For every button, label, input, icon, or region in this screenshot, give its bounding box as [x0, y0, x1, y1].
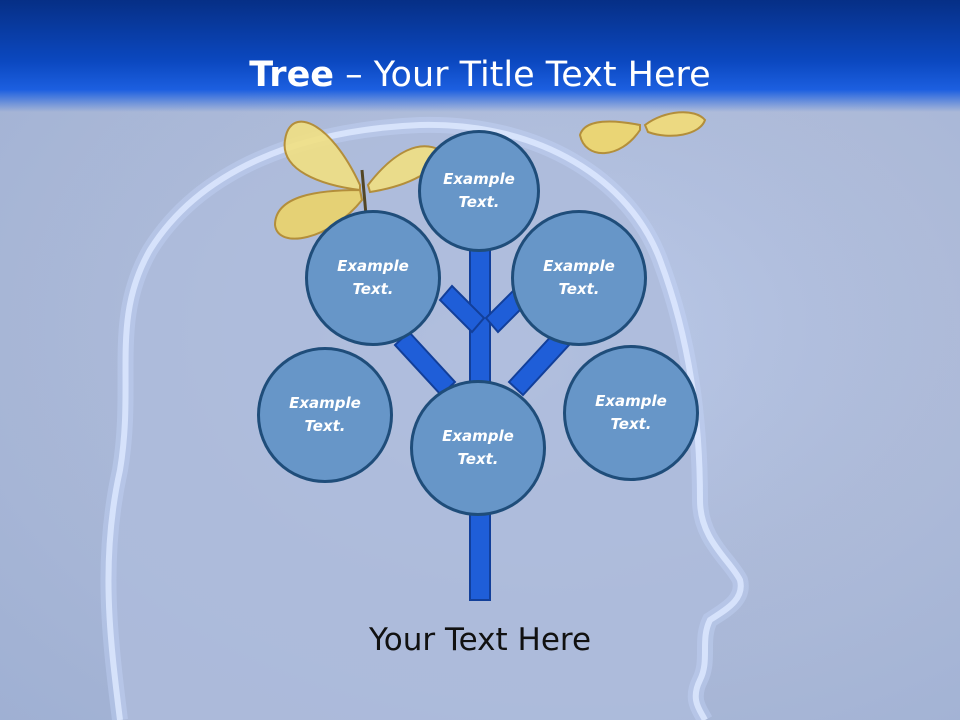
tree-node-top[interactable]: Example Text.: [418, 130, 540, 252]
branch-upper-left: [438, 284, 486, 334]
title-bold: Tree: [249, 55, 335, 95]
slide-title: Tree – Your Title Text Here: [0, 52, 960, 98]
title-rest: – Your Title Text Here: [334, 55, 711, 95]
tree-node-center-label: Example Text.: [442, 427, 514, 468]
tree-node-upper-right-label: Example Text.: [543, 257, 615, 298]
branch-lower-left: [393, 330, 457, 397]
tree-node-upper-left-label: Example Text.: [337, 257, 409, 298]
tree-node-right[interactable]: Example Text.: [563, 345, 699, 481]
tree-node-upper-right[interactable]: Example Text.: [511, 210, 647, 346]
butterfly-right: [578, 111, 707, 155]
tree-node-top-label: Example Text.: [443, 170, 515, 211]
tree-node-upper-left[interactable]: Example Text.: [305, 210, 441, 346]
tree-node-center[interactable]: Example Text.: [410, 380, 546, 516]
caption-text: Your Text Here: [368, 622, 592, 658]
tree-node-left[interactable]: Example Text.: [257, 347, 393, 483]
tree-node-left-label: Example Text.: [289, 394, 361, 435]
title-bar: [0, 0, 960, 112]
tree-node-right-label: Example Text.: [595, 392, 667, 433]
